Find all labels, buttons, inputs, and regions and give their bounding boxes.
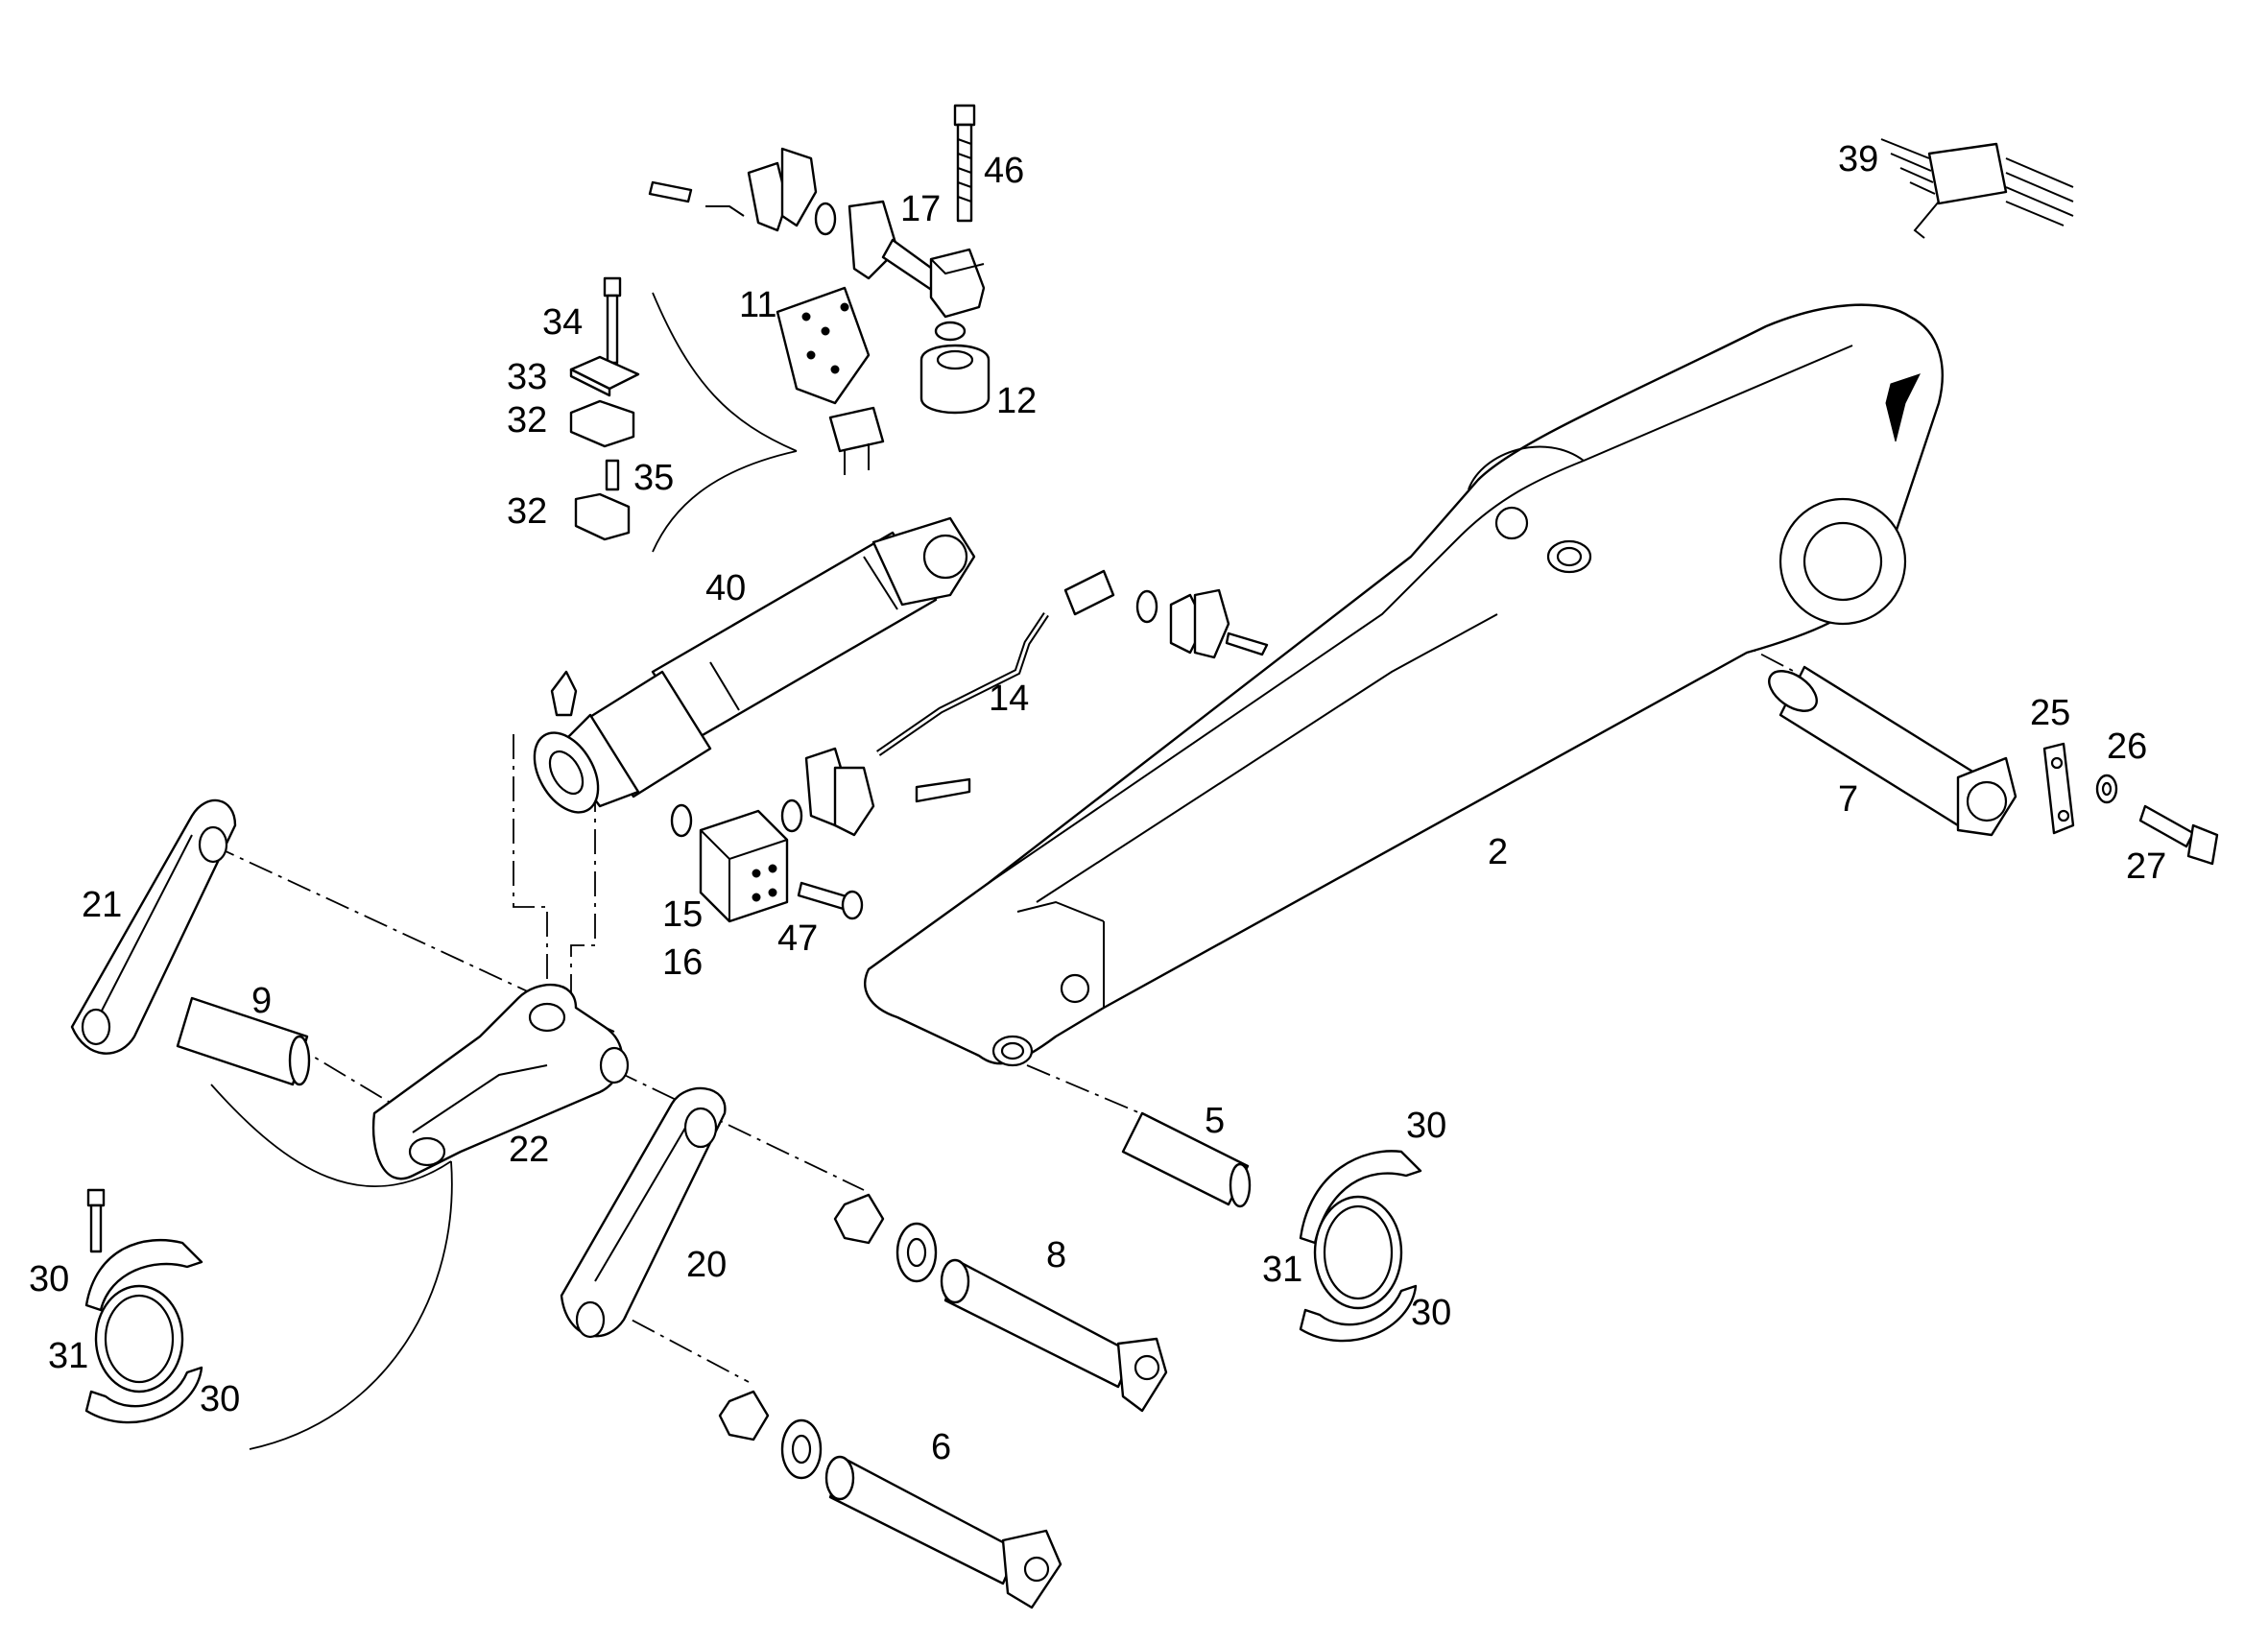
pin-assembly-8 xyxy=(833,1193,1168,1413)
block-15 xyxy=(699,809,789,923)
washer-26 xyxy=(2095,774,2118,804)
label-7: 7 xyxy=(1838,779,1858,820)
flange-fitting-lower xyxy=(670,747,971,838)
top-flange xyxy=(648,147,837,236)
label-16: 16 xyxy=(662,942,703,983)
label-34: 34 xyxy=(542,302,583,343)
label-11: 11 xyxy=(739,285,776,325)
label-8: 8 xyxy=(1046,1235,1066,1275)
centerline xyxy=(513,734,548,1008)
adapter-12 xyxy=(919,321,991,415)
label-27: 27 xyxy=(2126,846,2166,887)
clamp-below-11 xyxy=(828,406,885,475)
label-30: 30 xyxy=(200,1379,240,1419)
label-32: 32 xyxy=(507,491,547,532)
link-20 xyxy=(560,1086,727,1339)
leader-line xyxy=(652,450,798,553)
label-20: 20 xyxy=(686,1245,727,1285)
sleeve-35 xyxy=(605,459,620,491)
label-5: 5 xyxy=(1205,1101,1225,1141)
leader-line xyxy=(210,1084,452,1187)
pin-5 xyxy=(1121,1111,1252,1208)
label-31: 31 xyxy=(48,1336,88,1376)
label-35: 35 xyxy=(633,458,674,498)
leader-line xyxy=(652,292,798,452)
label-46: 46 xyxy=(984,151,1024,191)
clamp-32-lower xyxy=(574,492,631,541)
label-47: 47 xyxy=(777,918,818,959)
link-21 xyxy=(70,798,237,1055)
label-40: 40 xyxy=(705,568,746,608)
pin-assembly-6 xyxy=(718,1390,1062,1609)
plate-11 xyxy=(776,286,871,405)
label-30: 30 xyxy=(1411,1293,1451,1333)
clamp-ring-right xyxy=(1299,1150,1422,1343)
flange-fitting xyxy=(1063,569,1269,659)
centerline xyxy=(613,1069,865,1191)
leader-line xyxy=(249,1160,453,1450)
plate-33 xyxy=(569,355,640,397)
centerline xyxy=(594,1299,750,1383)
rocker-22 xyxy=(371,984,630,1180)
label-26: 26 xyxy=(2107,727,2147,767)
label-17: 17 xyxy=(900,189,941,229)
pin-9 xyxy=(176,996,311,1086)
centerline xyxy=(1026,1064,1153,1119)
label-2: 2 xyxy=(1488,832,1508,872)
label-30: 30 xyxy=(29,1259,69,1299)
label-31: 31 xyxy=(1262,1250,1302,1290)
label-15: 15 xyxy=(662,894,703,935)
cylinder-40 xyxy=(533,516,976,814)
clamp-32-upper xyxy=(569,399,635,448)
label-6: 6 xyxy=(931,1427,951,1467)
label-39: 39 xyxy=(1838,139,1878,179)
label-30: 30 xyxy=(1406,1106,1446,1146)
centerline xyxy=(570,787,596,1008)
label-21: 21 xyxy=(82,885,122,925)
bolt-34 xyxy=(603,276,622,365)
pin-7 xyxy=(1768,665,2017,837)
label-9: 9 xyxy=(251,981,272,1021)
plate-25 xyxy=(2042,742,2075,835)
connector-39 xyxy=(1880,138,2074,239)
label-32: 32 xyxy=(507,400,547,441)
label-22: 22 xyxy=(509,1130,549,1170)
bolt-47 xyxy=(797,881,864,920)
fitting-17 xyxy=(848,200,986,319)
label-33: 33 xyxy=(507,357,547,397)
clamp-ring-left xyxy=(84,1188,203,1424)
bolt-27 xyxy=(2138,804,2219,866)
label-12: 12 xyxy=(996,381,1037,421)
main-arm xyxy=(864,303,1944,1067)
part-labels: 2 5 6 7 8 9 11 12 14 15 16 17 20 21 22 2… xyxy=(29,139,2166,1467)
bolt-46 xyxy=(953,104,976,223)
label-14: 14 xyxy=(989,679,1029,719)
label-25: 25 xyxy=(2030,693,2070,733)
